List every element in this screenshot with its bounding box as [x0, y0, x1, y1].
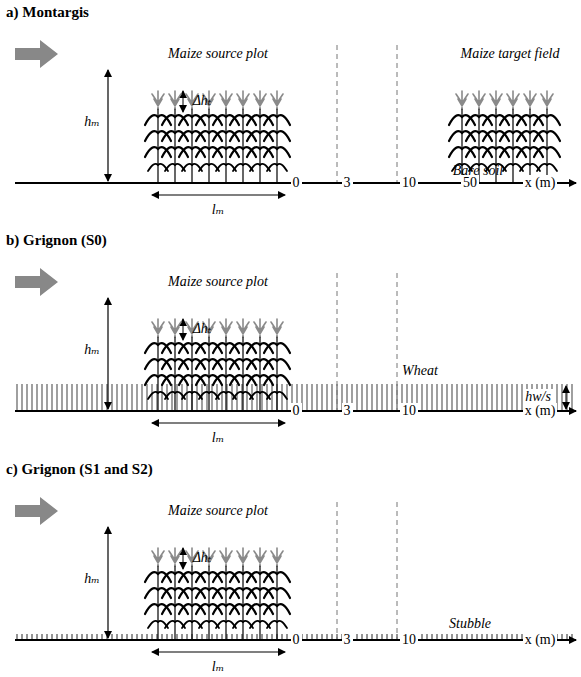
dimension-label: lₘ: [212, 430, 224, 446]
dimension-label: lₘ: [212, 202, 224, 218]
panel-c: [15, 497, 576, 652]
dimension-label: hₘ: [84, 571, 100, 587]
dimension-label: Δhₜ: [193, 550, 212, 566]
maize-plot: [145, 548, 290, 640]
axis-tick: 3: [342, 632, 353, 648]
length-arrow: [152, 651, 285, 652]
length-arrow: [152, 194, 285, 195]
surface-label: Stubble: [447, 616, 493, 632]
surface-label: Bare soil: [453, 163, 503, 179]
maize-plant: [534, 91, 560, 183]
height-arrow: [107, 298, 108, 409]
panel-b: [15, 268, 576, 423]
dashed-line: [397, 502, 398, 640]
plot-label: Maize source plot: [168, 503, 268, 519]
axis-label: x (m): [523, 175, 558, 191]
axis-tick: 0: [291, 403, 302, 419]
tassel-arrow: [183, 548, 184, 569]
maize-plant: [264, 548, 290, 640]
wind-arrow: [15, 497, 58, 525]
surface-label: Wheat: [400, 363, 440, 379]
axis-tick: 0: [291, 175, 302, 191]
axis-label: x (m): [523, 632, 558, 648]
dimension-label: Δhₜ: [193, 93, 212, 109]
dimension-label: lₘ: [212, 659, 224, 675]
height-arrow: [107, 70, 108, 181]
wind-arrow: [15, 40, 58, 68]
maize-field: [449, 91, 560, 183]
dimension-label: Δhₜ: [193, 321, 212, 337]
dashed-line: [397, 45, 398, 183]
length-arrow: [152, 422, 285, 423]
dashed-line: [337, 45, 338, 183]
height-arrow: [107, 527, 108, 638]
axis-tick: 10: [400, 175, 418, 191]
maize-plant: [264, 91, 290, 183]
axis-label: x (m): [523, 403, 558, 419]
axis-tick: 3: [342, 403, 353, 419]
maize-plot: [145, 319, 290, 411]
maize-plot: [145, 91, 290, 183]
panel-title: a) Montargis: [6, 4, 89, 20]
panel-title: b) Grignon (S0): [6, 232, 107, 248]
dimension-label: hₘ: [84, 114, 100, 130]
dashed-line: [337, 502, 338, 640]
wheat-height-arrow: [566, 386, 567, 409]
dashed-line: [337, 273, 338, 411]
plot-label: Maize target field: [460, 46, 559, 62]
panel-a: [15, 40, 576, 195]
axis-tick: 0: [291, 632, 302, 648]
tassel-arrow: [183, 91, 184, 112]
axis-tick: 10: [400, 632, 418, 648]
panel-title: c) Grignon (S1 and S2): [6, 461, 153, 477]
wind-arrow: [15, 268, 58, 296]
plot-label: Maize source plot: [168, 274, 268, 290]
plot-label: Maize source plot: [168, 46, 268, 62]
dashed-line: [397, 273, 398, 411]
axis-tick: 3: [342, 175, 353, 191]
dimension-label: hₘ: [84, 342, 100, 358]
tassel-arrow: [183, 319, 184, 340]
axis-tick: 10: [400, 403, 418, 419]
maize-plant: [264, 319, 290, 411]
